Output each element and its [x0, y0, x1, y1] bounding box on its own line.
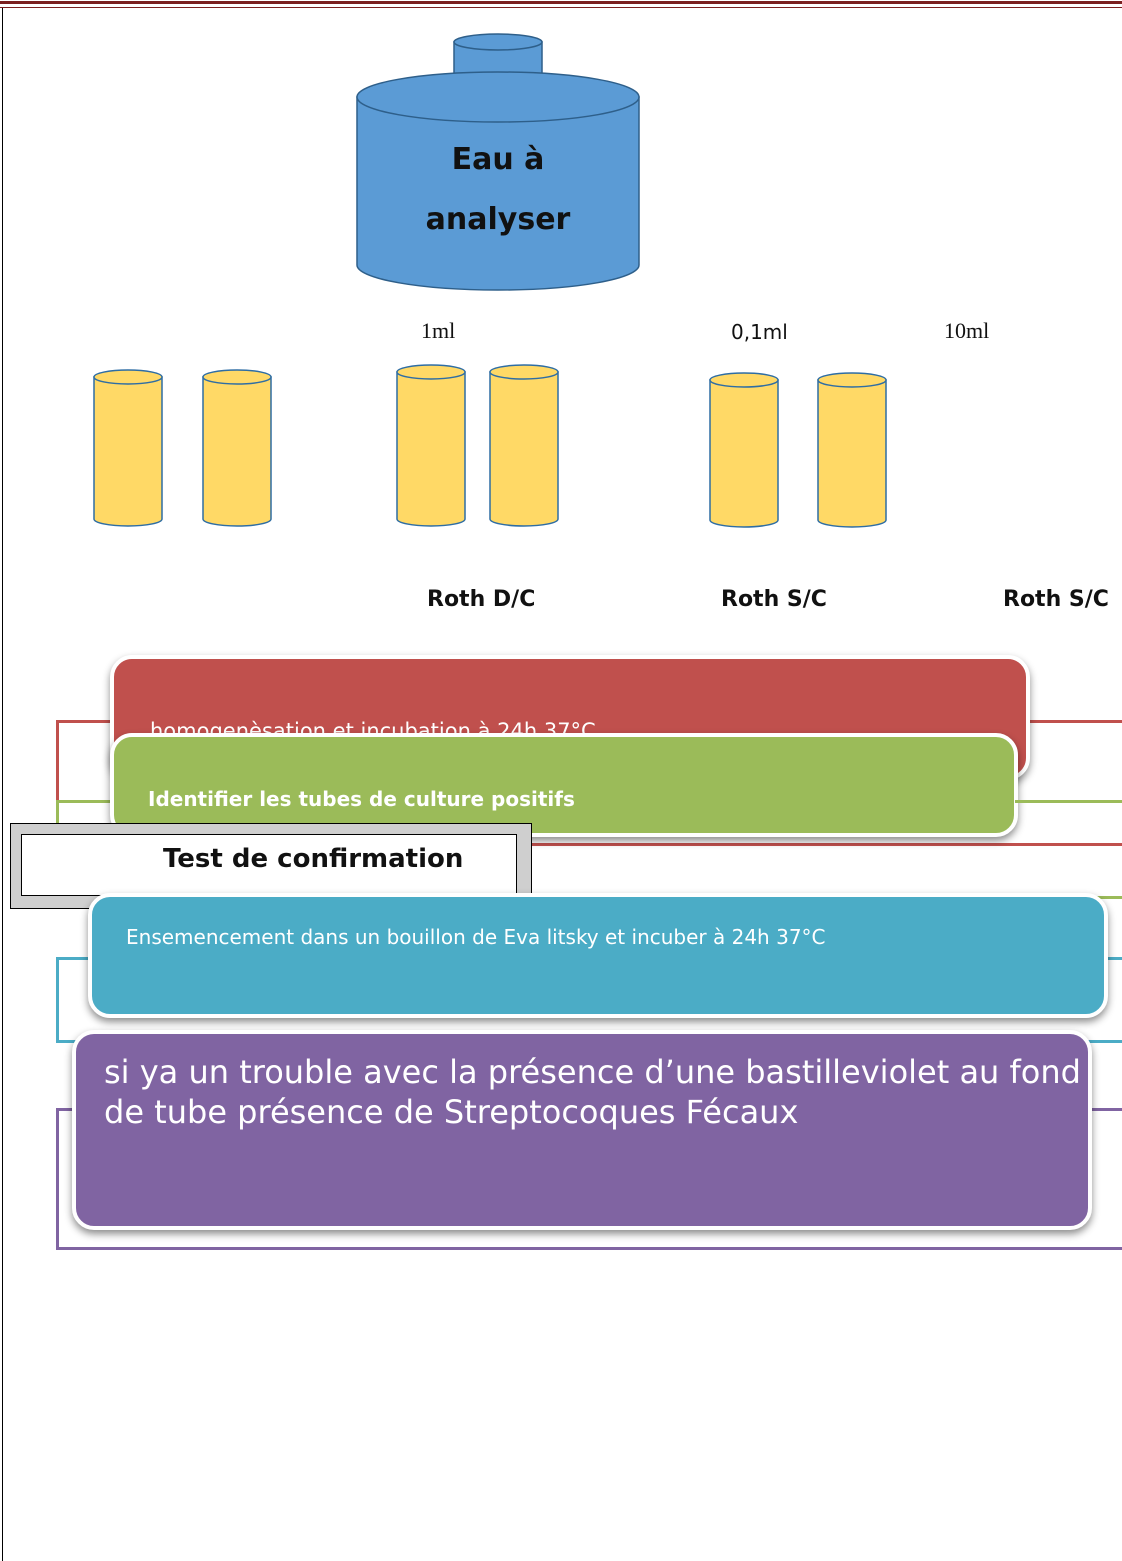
- step4-text: si ya un trouble avec la présence d’une …: [104, 1053, 1081, 1131]
- step3-box: Ensemencement dans un bouillon de Eva li…: [88, 893, 1108, 1018]
- step2-bracket-bottom: [1090, 896, 1122, 899]
- left-border: [2, 8, 3, 1561]
- volume-label-1ml: 1ml: [421, 318, 456, 343]
- tank-label-line1: Eau à: [451, 142, 545, 177]
- tank-label-line2: analyser: [425, 202, 571, 237]
- tubes-diagram: [93, 33, 887, 528]
- confirmation-label-text: Test de confirmation: [163, 844, 464, 874]
- tank-icon: [356, 71, 640, 291]
- tube-icon: [817, 372, 887, 528]
- step2-box: Identifier les tubes de culture positifs: [110, 733, 1018, 837]
- medium-label-roth-dc: Roth D/C: [427, 587, 536, 612]
- top-border-thin: [0, 7, 1122, 8]
- volume-label-10ml: 10ml: [944, 318, 990, 343]
- medium-label-roth-sc-2: Roth S/C: [1003, 587, 1109, 612]
- volume-label-0-1ml: 0,1ml: [731, 320, 788, 344]
- medium-label-roth-sc-1: Roth S/C: [721, 587, 827, 612]
- step3-text: Ensemencement dans un bouillon de Eva li…: [126, 925, 826, 949]
- top-border-thick: [0, 1, 1122, 4]
- tube-icon: [93, 369, 163, 527]
- tube-icon: [489, 364, 559, 527]
- tube-icon: [202, 369, 272, 527]
- step2-bracket-right: [1015, 800, 1122, 803]
- tube-icon: [396, 364, 466, 527]
- tube-icon: [709, 372, 779, 528]
- confirmation-label-inner: [21, 834, 517, 896]
- step2-text: Identifier les tubes de culture positifs: [148, 787, 575, 811]
- step4-box: si ya un trouble avec la présence d’une …: [72, 1030, 1092, 1230]
